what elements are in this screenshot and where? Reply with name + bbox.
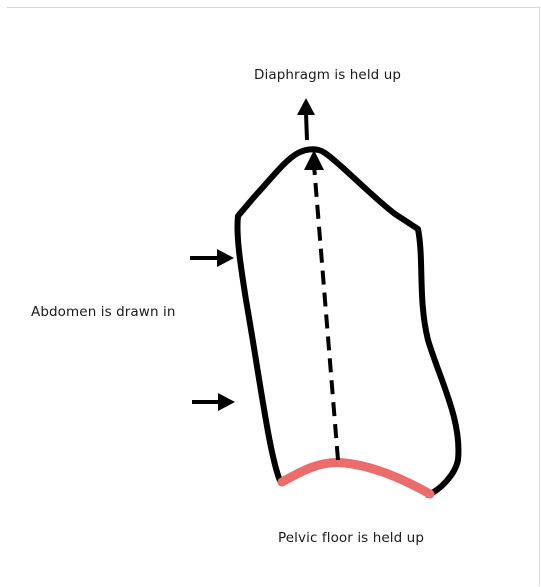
diaphragm-label: Diaphragm is held up [254, 67, 401, 83]
pelvic-floor-line [282, 463, 430, 494]
dashed-axis-line [314, 165, 338, 460]
torso-outline [237, 149, 458, 495]
abdomen-label: Abdomen is drawn in [31, 304, 176, 320]
arrow-right-icon [218, 393, 235, 411]
arrow-right-icon [217, 249, 234, 267]
arrow-up-icon [297, 98, 315, 115]
arrow-up-shaft [306, 113, 307, 140]
pelvic-floor-label: Pelvic floor is held up [278, 530, 424, 546]
